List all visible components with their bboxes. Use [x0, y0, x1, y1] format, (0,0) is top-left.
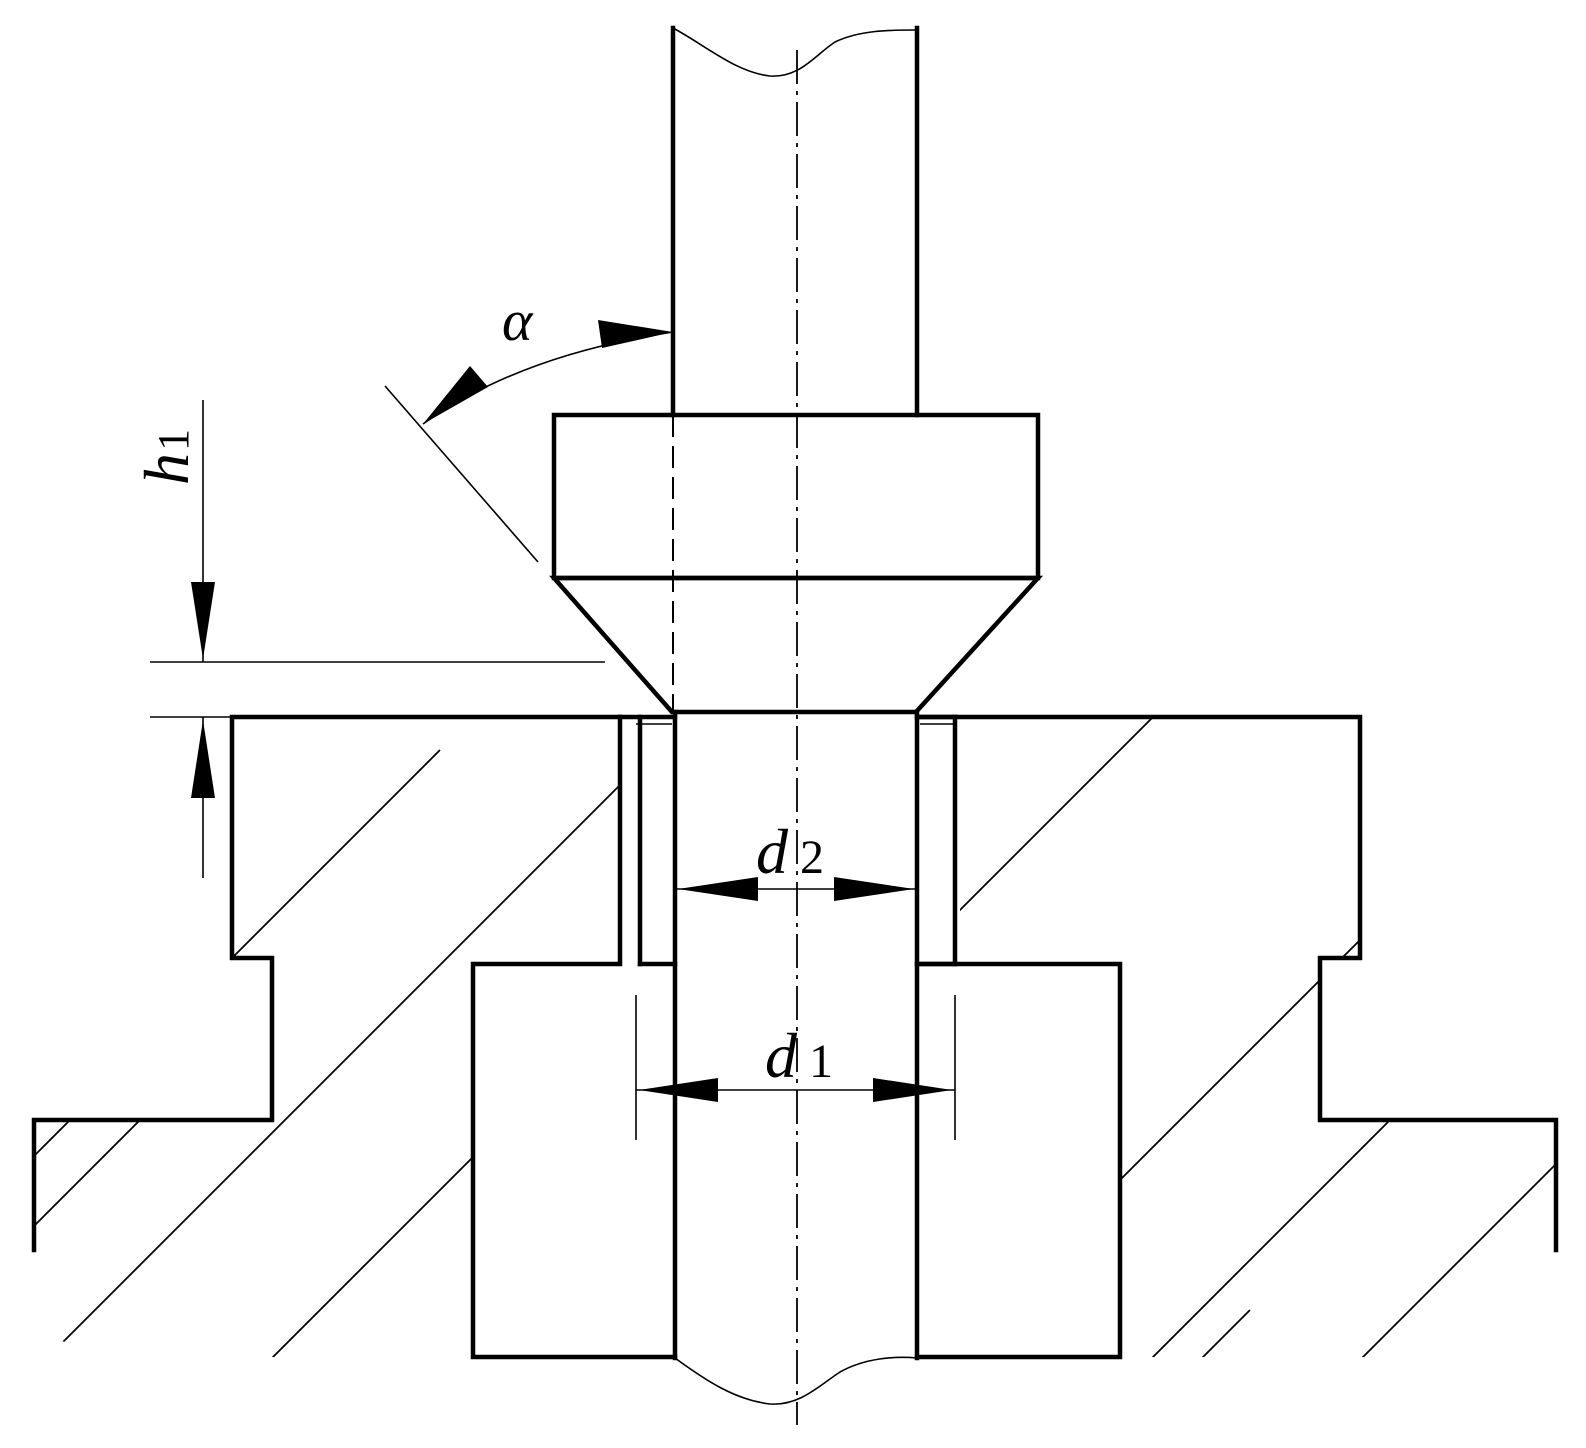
punch-cone	[549, 575, 1044, 715]
punch-collar	[551, 412, 1041, 581]
svg-text:1: 1	[809, 1035, 833, 1088]
h1-dimension	[150, 400, 605, 878]
right-die	[914, 714, 1559, 1360]
svg-text:2: 2	[800, 831, 824, 884]
d1-dimension	[636, 1078, 955, 1102]
rod-break-line-top	[672, 27, 918, 77]
right-die-hatching	[960, 717, 1556, 1357]
d1-label: d 1	[765, 1020, 833, 1091]
h1-label: h 1	[131, 429, 202, 485]
svg-text:1: 1	[149, 429, 198, 451]
svg-text:h: h	[131, 453, 202, 485]
d2-label: d 2	[756, 816, 824, 887]
rod-break-line-bottom	[674, 1356, 918, 1405]
left-die	[31, 714, 678, 1360]
alpha-label: α	[502, 288, 534, 353]
svg-text:d: d	[756, 816, 789, 887]
svg-text:d: d	[765, 1020, 798, 1091]
alpha-dimension	[384, 320, 674, 563]
punch	[549, 25, 1044, 715]
workpiece-rod	[672, 709, 920, 1405]
d2-dimension	[675, 877, 917, 901]
